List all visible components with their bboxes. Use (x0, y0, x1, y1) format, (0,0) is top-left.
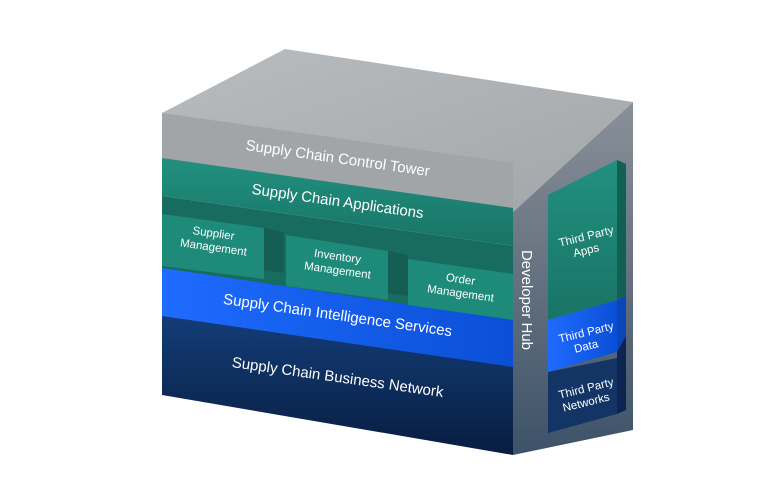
inventory-management-block: Inventory Management (286, 235, 408, 300)
order-management-line1: Order (445, 272, 476, 288)
developer-hub-label: Developer Hub (518, 250, 535, 350)
cube-top-face (162, 49, 633, 212)
supplier-management-line1: Supplier (192, 225, 236, 243)
supplier-management-block: Supplier Management (162, 214, 284, 279)
third-party-apps-block: Third Party Apps (548, 160, 626, 320)
third-party-networks-block: Third Party Networks (548, 336, 626, 433)
applications-layer (162, 158, 513, 246)
intelligence-services-layer (162, 266, 513, 367)
order-management-block: Order Management (408, 259, 513, 320)
third-party-data-block: Third Party Data (548, 296, 626, 372)
control-tower-layer (162, 113, 513, 212)
business-network-layer (162, 315, 513, 455)
third-party-data-line2: Data (573, 338, 600, 356)
